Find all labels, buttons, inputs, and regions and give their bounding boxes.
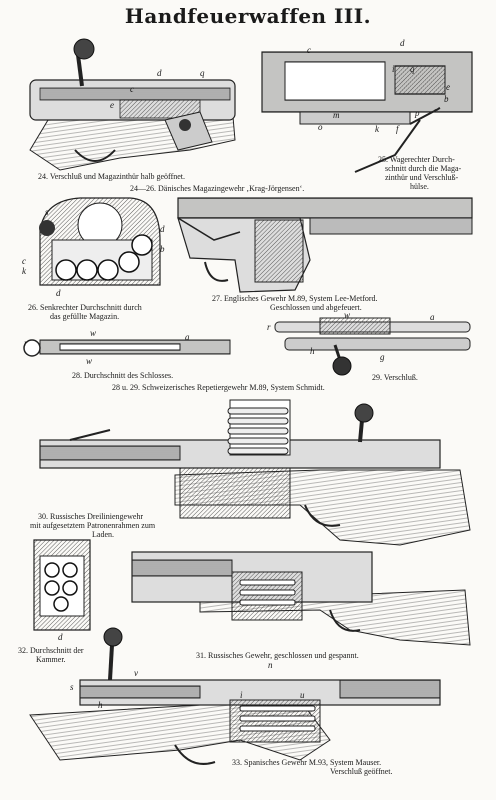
label-f25-i: i (392, 64, 395, 74)
label-f26-d: d (160, 224, 165, 234)
label-f24-d: d (157, 68, 162, 78)
label-f33-s: s (70, 682, 74, 692)
caption-fig-29: 29. Verschluß. (372, 373, 418, 382)
caption-fig-26-l2: das gefüllte Magazin. (50, 312, 120, 321)
caption-fig-30-l2: mit aufgesetztem Patronenrahmen zum (30, 521, 156, 530)
label-f25-q: q (410, 64, 415, 74)
caption-fig-27-l2: Geschlossen und abgefeuert. (270, 303, 362, 312)
label-f28-a: a (185, 332, 190, 342)
label-f29-g: g (380, 352, 385, 362)
caption-fig-26-l1: 26. Senkrechter Durchschnitt durch (28, 303, 142, 312)
label-f25-b: b (444, 94, 449, 104)
label-f25-o: o (318, 122, 323, 132)
caption-fig-33-l2: Verschluß geöffnet. (330, 767, 393, 776)
caption-fig-28-29: 28 u. 29. Schweizerisches Repetiergewehr… (112, 383, 325, 392)
caption-fig-24: 24. Verschluß und Magazinthür halb geöff… (38, 172, 186, 181)
label-f33-v: v (134, 668, 138, 678)
figure-33-spanish-mauser (29, 627, 441, 765)
figure-29-bolt (274, 317, 471, 376)
label-f29-h: h (310, 346, 315, 356)
caption-fig-28: 28. Durchschnitt des Schlosses. (72, 371, 174, 380)
figure-24-bolt-action (29, 38, 236, 171)
caption-fig-25-l3: zinthür und Verschluß- (385, 173, 459, 182)
label-f25-p: p (415, 108, 420, 118)
caption-fig-25-l4: hülse. (410, 182, 429, 191)
label-f33-u: u (300, 690, 305, 700)
figure-25-section (261, 51, 473, 173)
page-title: Handfeuerwaffen III. (124, 4, 372, 28)
figure-32-chamber-section (33, 539, 91, 631)
caption-fig-32-l1: 32. Durchschnitt der (18, 646, 84, 655)
caption-fig-31: 31. Russisches Gewehr, geschlossen und g… (196, 651, 359, 660)
figure-28-lock-section (23, 339, 231, 357)
caption-fig-33-l1: 33. Spanisches Gewehr M.93, System Mause… (232, 758, 382, 767)
label-f28-w: w (90, 328, 97, 338)
caption-fig-32-l2: Kammer. (36, 655, 66, 664)
label-f24-q: q (200, 68, 205, 78)
caption-fig-27-l1: 27. Englisches Gewehr M.89, System Lee-M… (212, 294, 378, 303)
label-f33-n: n (268, 660, 273, 670)
label-f29-r: r (267, 322, 271, 332)
label-f25-d: d (400, 38, 405, 48)
figure-30-russian-rifle-loading (39, 399, 471, 546)
label-f29-w: w (344, 310, 351, 320)
figure-27-lee-metford (177, 197, 473, 293)
label-f33-h: h (98, 700, 103, 710)
caption-fig-24-26: 24—26. Dänisches Magazingewehr ‚Krag-Jör… (130, 184, 305, 193)
cartridge-clip (227, 407, 289, 455)
figure-26-magazine-section (39, 197, 161, 286)
label-f24-c: c (130, 84, 134, 94)
caption-fig-30-l1: 30. Russisches Dreilinien­gewehr (38, 512, 144, 521)
label-f28-r: r (24, 338, 28, 348)
label-f24-e: e (110, 100, 114, 110)
caption-fig-25-l1: 25. Wagerechter Durch- (378, 155, 455, 164)
figure-31-russian-rifle-cocked (131, 551, 471, 646)
label-f28-w2: w (86, 356, 93, 366)
label-f32-d: d (58, 632, 63, 642)
label-f25-c: c (307, 45, 311, 55)
label-f29-a: a (430, 312, 435, 322)
caption-fig-30-l3: Laden. (92, 530, 114, 539)
label-f26-s: s (45, 207, 49, 217)
label-f25-f: f (396, 124, 399, 134)
label-f26-k: k (22, 266, 26, 276)
label-f25-k: k (375, 124, 379, 134)
caption-fig-25-l2: schnitt durch die Maga- (385, 164, 462, 173)
label-f26-c: c (22, 256, 26, 266)
label-f26-d2: d (56, 288, 61, 298)
label-f33-i: i (240, 690, 243, 700)
label-f25-m: m (333, 110, 340, 120)
label-f25-e: e (446, 82, 450, 92)
label-f26-b: b (160, 244, 165, 254)
